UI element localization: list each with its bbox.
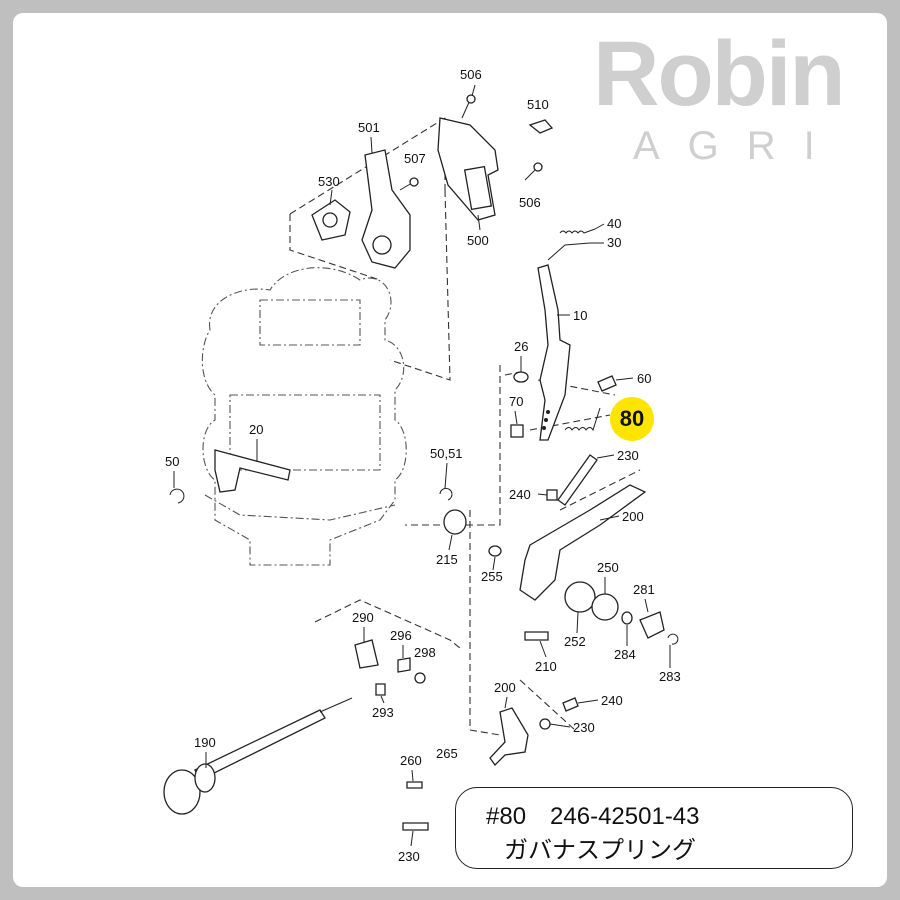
callout-label: 230: [617, 448, 639, 463]
callout-label: 230: [398, 849, 420, 864]
callout-label: 20: [249, 422, 263, 437]
engine-ghost-outline: [201, 267, 407, 566]
callout-label: 507: [404, 151, 426, 166]
clip-50: [169, 488, 185, 504]
bolt-210: [524, 631, 549, 641]
clip-510: [528, 119, 554, 134]
lever-holes: [542, 410, 550, 430]
bolts-506-507: [399, 94, 543, 191]
bolt-60: [597, 375, 617, 392]
part-info-box: #80 246-42501-43 ガバナスプリング: [455, 787, 853, 869]
brand-name: Robin: [593, 23, 846, 125]
callout-label: 284: [614, 647, 636, 662]
gasket-530: [311, 199, 351, 241]
nut-70: [510, 424, 524, 438]
callout-label: 210: [535, 659, 557, 674]
lower-bracket-200: [489, 707, 529, 767]
callout-label: 290: [352, 610, 374, 625]
callout-label: 26: [514, 339, 528, 354]
brand-subtitle: AGRI: [633, 124, 843, 168]
robin-agri-logo: Robin AGRI: [585, 28, 885, 169]
washer-26: [513, 371, 529, 383]
callout-label: 250: [597, 560, 619, 575]
rod-30: [547, 242, 591, 261]
callout-label: 530: [318, 174, 340, 189]
part-296: [397, 657, 411, 673]
callout-label: 510: [527, 97, 549, 112]
callout-labels: 506 510 501 507 530 506 500 40 30 10 26 …: [165, 67, 681, 864]
callout-label: 240: [509, 487, 531, 502]
callout-label: 230: [573, 720, 595, 735]
bolt-293: [375, 683, 386, 696]
spring-215: [443, 509, 467, 535]
callout-label: 293: [372, 705, 394, 720]
bolt-230-bottom: [402, 822, 429, 831]
callout-label: 260: [400, 753, 422, 768]
nut-240: [546, 489, 558, 501]
bracket-290: [354, 639, 379, 669]
callout-label: 283: [659, 669, 681, 684]
callout-label: 506: [460, 67, 482, 82]
washer-284: [621, 611, 633, 625]
bolt-260: [406, 781, 423, 789]
callout-label: 506: [519, 195, 541, 210]
bracket-200: [519, 484, 647, 601]
callout-label: 190: [194, 735, 216, 750]
plate-500: [437, 117, 499, 221]
callout-label: 298: [414, 645, 436, 660]
plate-250: [591, 593, 619, 621]
knob-281: [639, 611, 665, 639]
spring-40: [559, 228, 596, 234]
callout-label: 240: [601, 693, 623, 708]
shaft-20: [214, 449, 291, 493]
part-name-line: ガバナスプリング: [504, 837, 696, 864]
callout-label: 252: [564, 634, 586, 649]
callout-label: 265: [436, 746, 458, 761]
bracket-501: [361, 149, 411, 269]
plate-252: [564, 581, 596, 613]
callout-label: 200: [622, 509, 644, 524]
highlight-badge-80: 80: [610, 397, 654, 441]
pin-283: [667, 633, 679, 645]
callout-label: 40: [607, 216, 621, 231]
callout-label: 215: [436, 552, 458, 567]
callout-label: 500: [467, 233, 489, 248]
callout-label: 255: [481, 569, 503, 584]
lever-10: [537, 264, 571, 441]
nut-298: [414, 672, 426, 684]
callout-label: 200: [494, 680, 516, 695]
callout-label: 281: [633, 582, 655, 597]
callout-label: 10: [573, 308, 587, 323]
callout-label: 501: [358, 120, 380, 135]
label-leaders: [173, 84, 671, 847]
part-number-line: #80 246-42501-43: [486, 803, 700, 830]
lower-bolt-240: [562, 697, 579, 712]
clip-50-51: [439, 487, 453, 501]
callout-label: 30: [607, 235, 621, 250]
washer-255: [488, 545, 502, 557]
callout-label: 60: [637, 371, 651, 386]
governor-spring-80: [564, 407, 601, 432]
callout-label: 50: [165, 454, 179, 469]
callout-label: 70: [509, 394, 523, 409]
bolt-230: [557, 454, 598, 506]
lower-nut-230: [539, 718, 551, 730]
throttle-cable-190: [163, 697, 353, 815]
callout-label: 296: [390, 628, 412, 643]
callout-label: 50,51: [430, 446, 463, 461]
